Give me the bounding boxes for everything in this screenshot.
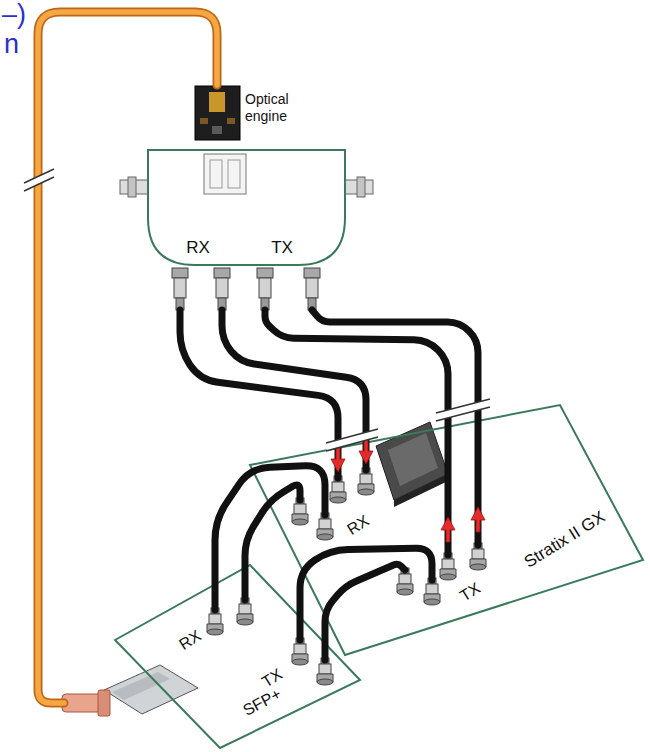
coax-cable xyxy=(215,466,325,610)
board-label: Stratix II GX xyxy=(521,507,610,573)
flow-arrow xyxy=(331,447,345,472)
coax-cable xyxy=(325,564,405,660)
coax-connector xyxy=(292,468,486,605)
board-label: SFP+ xyxy=(240,684,285,720)
sfp-module xyxy=(104,665,198,714)
break-mark xyxy=(436,399,490,421)
port-label: RX xyxy=(186,238,210,258)
port-label: RX xyxy=(175,626,204,654)
title-fragment: n xyxy=(4,28,19,60)
title-fragment: –) xyxy=(2,0,26,30)
coax-cable xyxy=(265,310,455,555)
mezzanine-board: RX TX xyxy=(118,148,375,270)
board-outline xyxy=(118,148,375,270)
coax-cable xyxy=(312,310,485,545)
break-mark xyxy=(24,169,54,191)
lc-connector xyxy=(62,690,110,716)
coax-cable xyxy=(300,548,432,640)
component-label: Optical engine xyxy=(245,91,309,125)
flow-arrow xyxy=(471,507,485,532)
flow-arrow xyxy=(441,517,455,542)
coax-cable xyxy=(245,485,300,600)
board-component xyxy=(204,154,246,194)
port-label: TX xyxy=(456,578,484,605)
optical-engine: Optical engine xyxy=(195,85,240,140)
port-label: TX xyxy=(271,238,293,258)
fpga-chip xyxy=(376,422,448,507)
optical-engine-chip xyxy=(195,86,240,140)
port-label: RX xyxy=(343,511,372,539)
break-mark xyxy=(326,429,378,451)
coax-connector xyxy=(172,268,320,310)
